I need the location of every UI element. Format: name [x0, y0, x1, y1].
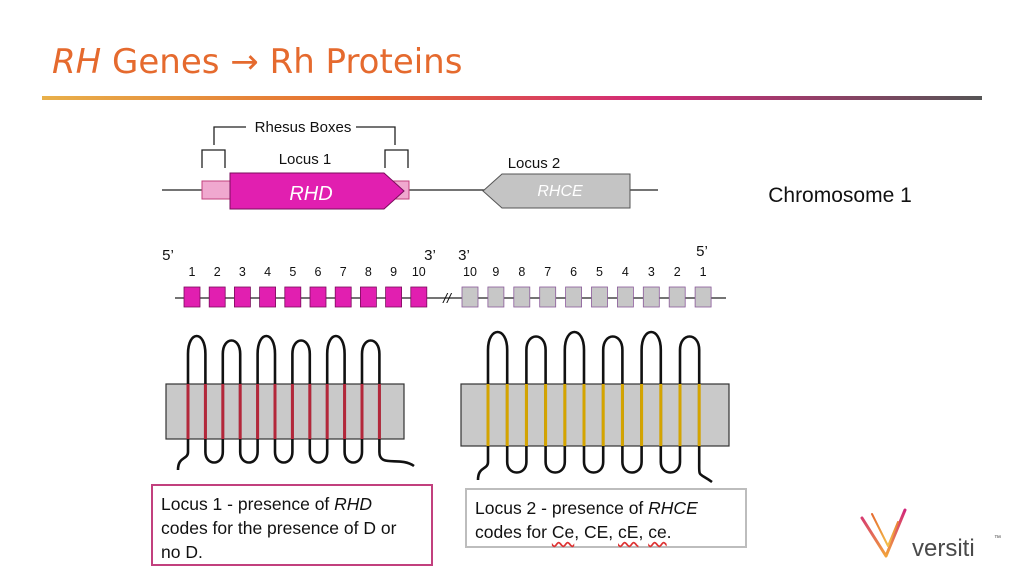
rhce-exon-number: 9	[492, 265, 499, 279]
rhd-3prime: 3’	[424, 247, 436, 264]
protein-backbone	[176, 334, 415, 471]
rhd-exon	[359, 286, 377, 308]
rhce-exon	[565, 286, 582, 308]
title-rest: Genes → Rh Proteins	[112, 42, 463, 82]
rhce-exon	[591, 286, 608, 308]
rhce-5prime: 5’	[696, 243, 708, 260]
locus1-gene: RHD	[334, 494, 373, 514]
rhd-protein-chain	[176, 334, 415, 471]
title-gene: RH	[52, 42, 102, 82]
rhd-exon	[410, 286, 428, 308]
rhd-label: RHD	[289, 183, 332, 205]
rhd-exon-group: 1 2 3 4 5 6 7 8 9 10	[183, 265, 428, 308]
rhce-3prime: 3’	[458, 247, 470, 264]
rhce-exon	[461, 286, 479, 308]
rhesus-box-bracket-left	[201, 149, 226, 168]
protein-backbone	[476, 330, 713, 484]
locus2-description-box: Locus 2 - presence of RHCE codes for Ce,…	[465, 488, 747, 548]
locus1-line3: no D.	[161, 542, 203, 562]
rhesus-boxes-bracket	[213, 126, 396, 145]
rhd-exon	[208, 286, 226, 308]
locus2-line2-prefix: codes for	[475, 522, 552, 542]
rhd-membrane	[165, 383, 405, 440]
versiti-logo-text: versiti	[912, 535, 975, 562]
rhce-exon-number: 3	[648, 265, 655, 279]
rhd-exon-number: 1	[189, 265, 196, 279]
rhd-exon	[183, 286, 201, 308]
rhce-exon	[668, 286, 686, 308]
rhce-exon	[487, 286, 505, 308]
antigen-CE: CE	[583, 522, 609, 542]
locus1-description-box: Locus 1 - presence of RHD codes for the …	[151, 484, 433, 566]
rhd-exon-number: 2	[214, 265, 221, 279]
rhd-gene-arrow	[229, 172, 405, 210]
rhce-gene-arrow	[482, 173, 631, 209]
rhce-exon-number: 7	[544, 265, 551, 279]
versiti-logo-mark	[860, 508, 907, 558]
rhd-exon-number: 10	[412, 265, 426, 279]
locus1-line2: codes for the presence of D or	[161, 518, 397, 538]
rhd-exon	[259, 286, 277, 308]
rhd-5prime: 5’	[162, 247, 174, 264]
antigen-cE: cE	[618, 522, 639, 542]
rhce-label: RHCE	[537, 183, 583, 200]
rhd-exon-number: 3	[239, 265, 246, 279]
rhd-exon-number: 8	[365, 265, 372, 279]
rhd-exon-number: 9	[390, 265, 397, 279]
rhce-exon-number: 6	[570, 265, 577, 279]
locus2-prefix: Locus 2 - presence of	[475, 498, 649, 518]
versiti-logo-tm: ™	[994, 535, 1001, 542]
rhesus-boxes-label: Rhesus Boxes	[255, 119, 352, 136]
antigen-ce-upper: Ce	[551, 522, 575, 542]
rhd-exon-number: 7	[340, 265, 347, 279]
rhce-exon-number: 2	[674, 265, 681, 279]
rhd-exon-number: 4	[264, 265, 271, 279]
rhd-exon	[309, 286, 327, 308]
rhd-exon	[385, 286, 403, 308]
rhce-exon-group: 10 9 8 7 6 5 4 3 2 1	[461, 265, 712, 308]
slide-title: RH Genes → Rh Proteins	[52, 42, 462, 82]
rhce-exon-number: 5	[596, 265, 603, 279]
rhce-exon-number: 4	[622, 265, 629, 279]
rhce-exon-number: 8	[518, 265, 525, 279]
locus2-label: Locus 2	[508, 155, 561, 172]
rhce-exon-number: 1	[700, 265, 707, 279]
rhce-exon-number: 10	[463, 265, 477, 279]
locus1-label: Locus 1	[279, 151, 332, 168]
rhce-exon	[513, 286, 531, 308]
rhd-exon-number: 6	[315, 265, 322, 279]
chromosome-label: Chromosome 1	[768, 184, 912, 207]
rhesus-box-left	[201, 180, 231, 200]
exon-break-mark: //	[442, 290, 453, 306]
rhd-exon	[233, 286, 251, 308]
title-rule	[42, 96, 982, 100]
rhd-exon-number: 5	[289, 265, 296, 279]
rhce-exon	[694, 286, 712, 308]
antigen-ce: ce	[648, 522, 667, 542]
rhce-exon	[642, 286, 660, 308]
locus1-prefix: Locus 1 - presence of	[161, 494, 335, 514]
rhce-protein-chain	[476, 330, 713, 484]
rhce-exon	[539, 286, 557, 308]
rhce-membrane	[460, 383, 730, 447]
locus2-gene: RHCE	[648, 498, 698, 518]
rhd-exon	[334, 286, 352, 308]
rhd-exon	[284, 286, 302, 308]
rhce-exon	[617, 286, 634, 308]
rhesus-box-bracket-right	[384, 149, 409, 168]
